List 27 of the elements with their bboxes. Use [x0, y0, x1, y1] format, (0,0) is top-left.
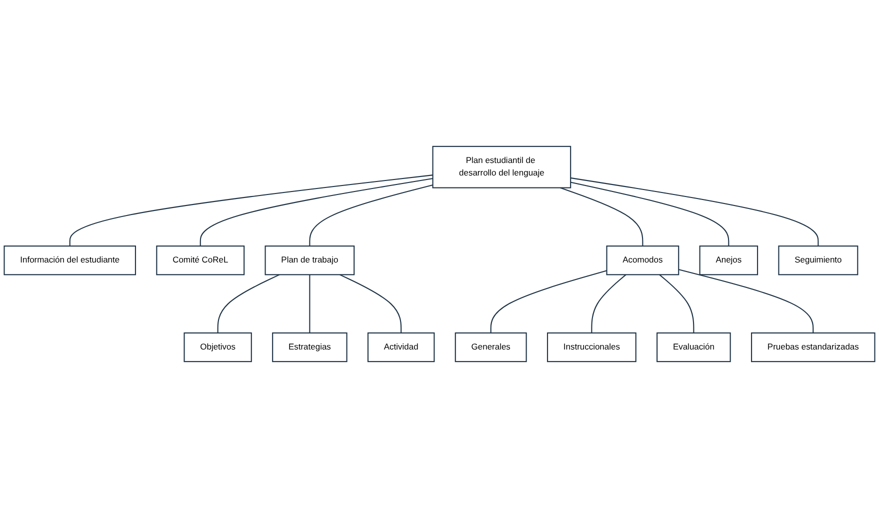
connector — [217, 274, 280, 333]
connector — [69, 174, 433, 246]
connector — [309, 184, 433, 246]
node-box: Seguimiento — [778, 246, 858, 276]
node-box: Acomodos — [606, 246, 680, 276]
connector — [570, 182, 730, 246]
node-box: Anejos — [699, 246, 758, 276]
connector — [490, 270, 607, 333]
connector — [200, 178, 433, 246]
node-box: Instruccionales — [546, 332, 636, 362]
node-box: Objetivos — [184, 332, 252, 362]
node-box: Plan estudiantil de desarrollo del lenguaje — [432, 146, 572, 188]
connector — [591, 274, 626, 333]
connector — [570, 177, 819, 246]
node-box: Generales — [454, 332, 527, 362]
node-box: Pruebas estandarizadas — [751, 332, 876, 362]
node-box: Comité CoReL — [156, 246, 245, 276]
node-box: Información del estudiante — [4, 246, 136, 276]
connector — [560, 187, 644, 246]
connector — [659, 274, 694, 333]
connector — [309, 274, 310, 333]
connector — [340, 274, 402, 333]
node-box: Estrategias — [272, 332, 348, 362]
connector — [678, 269, 814, 333]
node-box: Evaluación — [656, 332, 731, 362]
node-box: Actividad — [367, 332, 435, 362]
node-box: Plan de trabajo — [264, 246, 355, 276]
